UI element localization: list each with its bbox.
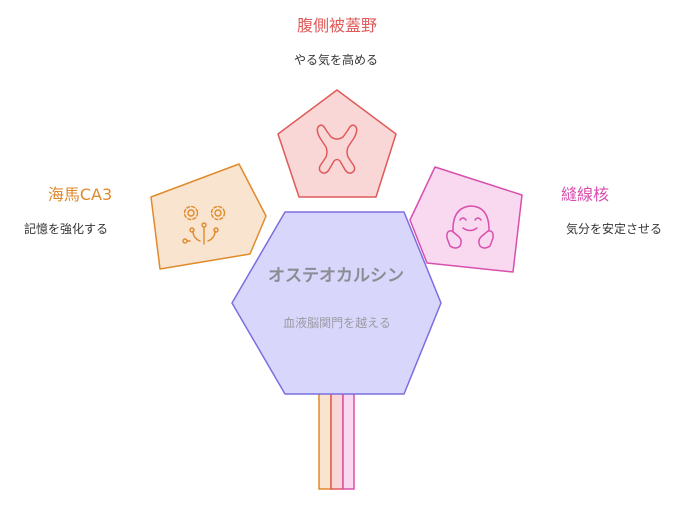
- raphe-node: [409, 166, 523, 273]
- hippocampus-pentagon: [150, 163, 267, 270]
- vta-label: 腹側被蓋野 やる気を高める: [294, 16, 378, 67]
- hippocampus-description: 記憶を強化する: [24, 221, 108, 236]
- vta-node: [277, 89, 397, 198]
- stem-bars: [318, 391, 355, 490]
- osteocalcin-subtitle: 血液脳関門を越える: [283, 315, 391, 330]
- osteocalcin-node: オステオカルシン 血液脳関門を越える: [231, 211, 442, 395]
- smiling-face-icon: [446, 205, 494, 249]
- raphe-title: 縫線核: [561, 185, 609, 204]
- raphe-label: 縫線核 気分を安定させる: [561, 185, 662, 236]
- stem-bar-red: [330, 391, 344, 490]
- cheering-person-icon: [316, 124, 358, 174]
- vta-title: 腹側被蓋野: [297, 16, 377, 35]
- flowers-icon: [182, 205, 226, 245]
- vta-pentagon: [277, 89, 397, 198]
- hippocampus-title: 海馬CA3: [48, 185, 112, 204]
- osteocalcin-hexagon: [231, 211, 442, 395]
- stem-bar-pink: [342, 391, 355, 490]
- raphe-description: 気分を安定させる: [566, 221, 662, 236]
- stem-bar-orange: [318, 391, 332, 490]
- hippocampus-node: [150, 163, 267, 270]
- vta-description: やる気を高める: [294, 52, 378, 67]
- osteocalcin-title: オステオカルシン: [268, 266, 404, 286]
- hippocampus-label: 海馬CA3 記憶を強化する: [24, 185, 112, 236]
